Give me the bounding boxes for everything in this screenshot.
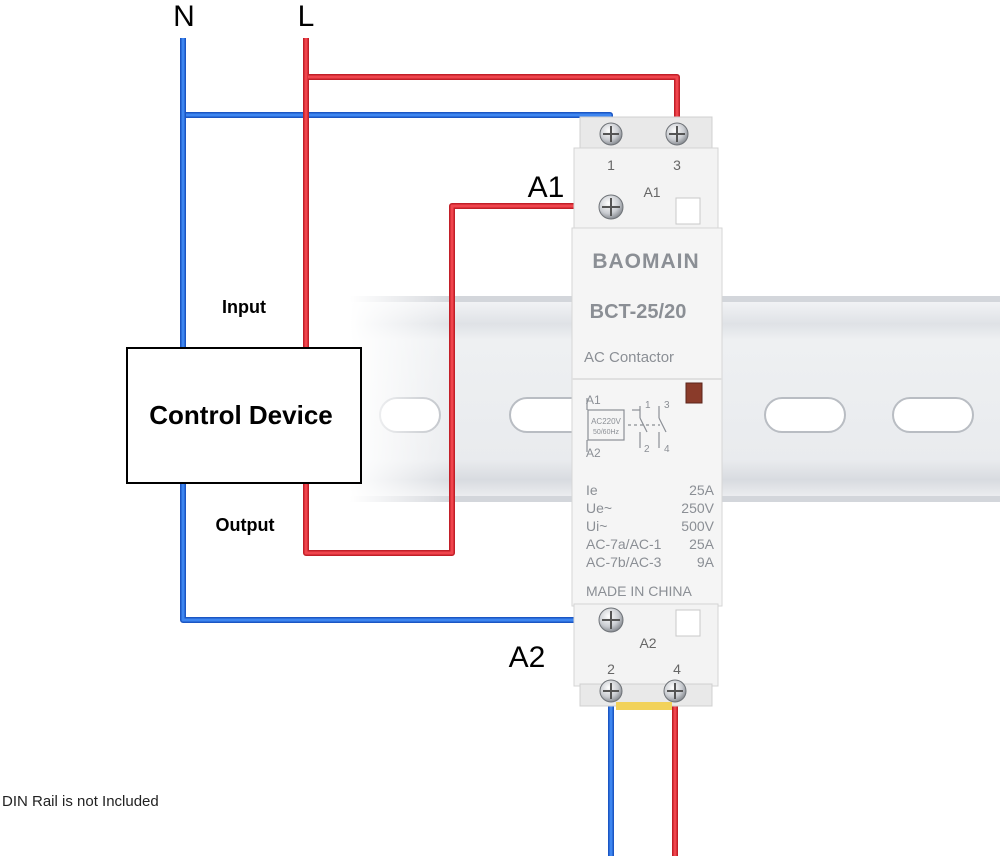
type-label: AC Contactor	[584, 349, 674, 366]
spec-value: 250V	[681, 500, 714, 516]
spec-name: Ie	[586, 482, 598, 498]
spec-value: 500V	[681, 518, 714, 534]
origin-label: MADE IN CHINA	[586, 583, 692, 599]
terminal-a2-label: A2	[639, 635, 656, 651]
schematic-c3-label: 3	[664, 400, 670, 411]
input-label: Input	[222, 297, 266, 317]
a1-big-label: A1	[528, 171, 565, 204]
din-rail-note: DIN Rail is not Included	[2, 793, 159, 810]
schematic-c4-label: 4	[664, 444, 670, 455]
spec-value: 25A	[689, 482, 715, 498]
screw-terminal-a2	[598, 607, 624, 633]
coil-rating-line2: 50/60Hz	[593, 429, 620, 436]
spec-value: 25A	[689, 536, 715, 552]
control-device: Control Device	[126, 347, 362, 484]
control-device-label: Control Device	[149, 400, 333, 430]
spec-name: AC-7b/AC-3	[586, 554, 662, 570]
spec-name: Ue~	[586, 500, 612, 516]
a2-big-label: A2	[509, 641, 546, 674]
brand-label: BAOMAIN	[592, 250, 699, 273]
terminal-2-label: 2	[607, 661, 615, 677]
neutral-label: N	[173, 0, 195, 33]
coil-rating-line1: AC220V	[591, 417, 621, 426]
screw-terminal-3	[665, 122, 689, 146]
schematic-c1-label: 1	[645, 400, 651, 411]
terminal-4-label: 4	[673, 661, 681, 677]
spec-name: Ui~	[586, 518, 607, 534]
schematic-c2-label: 2	[644, 444, 650, 455]
screw-terminal-1	[599, 122, 623, 146]
spec-value: 9A	[697, 554, 715, 570]
schematic-a2-label: A2	[586, 446, 601, 460]
output-label: Output	[216, 515, 275, 535]
model-label: BCT-25/20	[590, 301, 687, 323]
schematic-a1-label: A1	[586, 393, 601, 407]
screw-terminal-2	[599, 679, 623, 703]
contactor: 1 3 A1 A2 2 4 BAOMAIN BCT-25/20 AC Conta…	[571, 116, 723, 710]
contact-schematic	[586, 398, 667, 452]
terminal-3-label: 3	[673, 157, 681, 173]
line-label: L	[298, 0, 315, 33]
screw-terminal-a1	[598, 194, 624, 220]
screw-terminal-4	[663, 679, 687, 703]
terminal-1-label: 1	[607, 157, 615, 173]
spec-name: AC-7a/AC-1	[586, 536, 662, 552]
terminal-a1-label: A1	[643, 184, 660, 200]
spec-table: Ie 25A Ue~ 250V Ui~ 500V AC-7a/AC-1 25A …	[586, 482, 715, 570]
